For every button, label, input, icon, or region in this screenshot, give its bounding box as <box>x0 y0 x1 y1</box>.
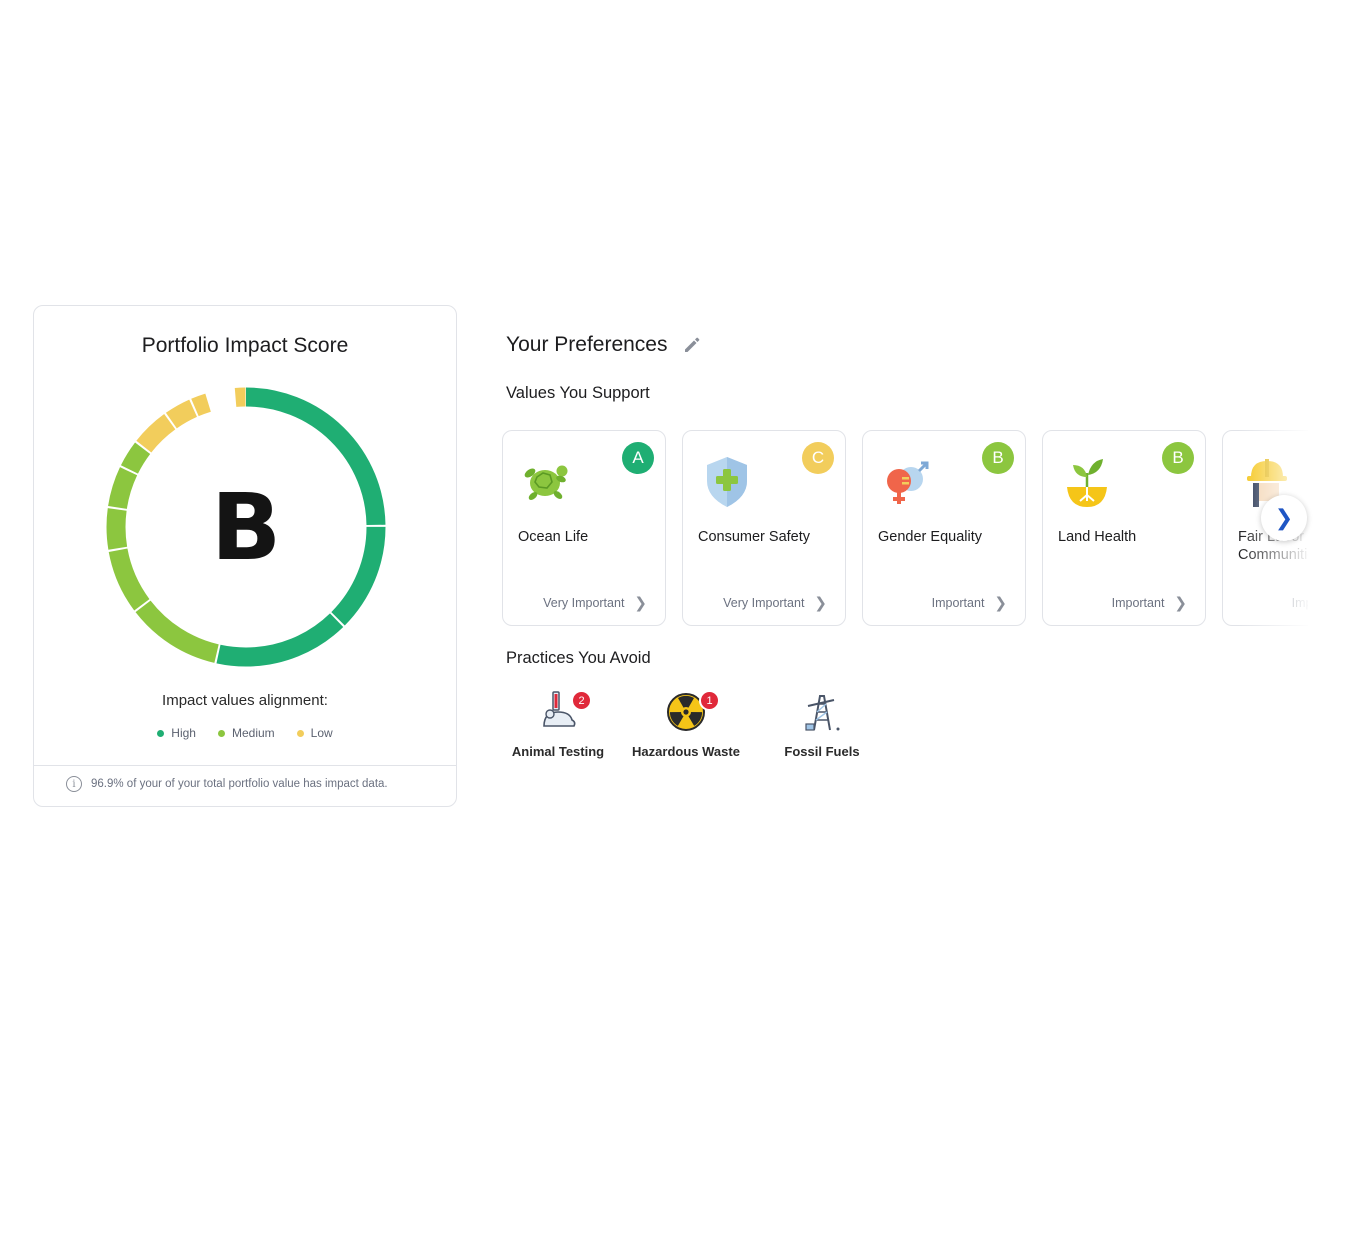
importance-label: Important <box>1291 596 1308 610</box>
value-name: Land Health <box>1058 529 1137 545</box>
importance-link[interactable]: Important ❯ <box>1292 594 1308 612</box>
segment-high-3 <box>106 387 386 667</box>
oil-rig-icon <box>800 688 844 732</box>
pencil-icon[interactable] <box>682 335 702 355</box>
legend-high-dot <box>157 729 165 737</box>
segment-medium-3 <box>106 387 386 667</box>
value-card-land-health[interactable]: B Land Health Important ❯ <box>1042 430 1206 626</box>
avoid-item-fossil-fuels[interactable]: Fossil Fuels <box>757 688 887 768</box>
card-divider <box>34 765 456 766</box>
turtle-icon <box>524 465 568 500</box>
legend-medium-dot <box>217 729 225 737</box>
preferences-title: Your Preferences <box>506 333 702 357</box>
avoid-item-hazardous-waste[interactable]: 1 Hazardous Waste <box>621 688 751 768</box>
chevron-right-icon: ❯ <box>1174 595 1187 612</box>
portfolio-impact-score-card: Portfolio Impact Score B Impact values a… <box>33 305 457 807</box>
chevron-right-icon: ❯ <box>1274 505 1294 530</box>
impact-score-donut: B <box>104 385 388 669</box>
shield-icon <box>707 457 747 507</box>
legend-medium-label: Medium <box>231 726 275 740</box>
importance-link[interactable]: Very Important ❯ <box>723 594 827 612</box>
importance-link[interactable]: Very Important ❯ <box>543 594 647 612</box>
legend-low-dot <box>296 729 304 737</box>
importance-link[interactable]: Important ❯ <box>932 594 1007 612</box>
legend-low: Low <box>296 726 333 740</box>
avoid-item-animal-testing[interactable]: 2 Animal Testing <box>493 688 623 768</box>
score-grade: B <box>210 473 282 581</box>
gender-icon <box>887 461 929 504</box>
value-name: Ocean Life <box>518 529 589 545</box>
practices-you-avoid-title: Practices You Avoid <box>506 649 651 667</box>
grade-badge: A <box>622 442 654 474</box>
importance-link[interactable]: Important ❯ <box>1112 594 1187 612</box>
score-card-title: Portfolio Impact Score <box>141 334 349 357</box>
values-carousel: A Ocean Life Very Important ❯ C Consumer… <box>502 430 1308 628</box>
legend-low-label: Low <box>310 726 333 740</box>
value-card-ocean-life[interactable]: A Ocean Life Very Important ❯ <box>502 430 666 626</box>
segment-high-1 <box>106 387 386 667</box>
value-card-gender-equality[interactable]: B Gender Equality Important ❯ <box>862 430 1026 626</box>
sprout-icon <box>1067 459 1107 507</box>
footnote-text: 96.9% of your of your total portfolio va… <box>91 778 388 790</box>
alignment-title: Impact values alignment: <box>162 692 328 709</box>
animal-testing-icon: 2 <box>536 688 592 732</box>
legend-medium: Medium <box>217 726 275 740</box>
carousel-next-button[interactable]: ❯ <box>1261 495 1307 541</box>
avoid-label: Hazardous Waste <box>632 744 740 759</box>
legend-high-label: High <box>171 726 196 740</box>
grade-badge: B <box>982 442 1014 474</box>
radiation-icon: 1 <box>664 688 720 732</box>
count-badge: 2 <box>571 690 592 711</box>
chevron-right-icon: ❯ <box>814 595 827 612</box>
importance-label: Very Important <box>543 596 625 610</box>
chevron-right-icon: ❯ <box>994 595 1007 612</box>
info-icon[interactable]: i <box>66 776 82 792</box>
grade-badge: C <box>802 442 834 474</box>
value-name: Gender Equality <box>878 529 982 545</box>
avoid-label: Fossil Fuels <box>784 744 860 759</box>
value-name: Consumer Safety <box>698 529 811 545</box>
values-you-support-title: Values You Support <box>506 384 650 402</box>
alignment-legend: High Medium Low <box>34 726 456 740</box>
count-badge: 1 <box>699 690 720 711</box>
preferences-title-text: Your Preferences <box>506 333 668 356</box>
coverage-footnote: i 96.9% of your of your total portfolio … <box>66 776 388 792</box>
segment-high-2 <box>106 387 386 667</box>
importance-label: Important <box>931 596 985 610</box>
donut-ring <box>106 387 386 667</box>
grade-badge: B <box>1162 442 1194 474</box>
chevron-right-icon: ❯ <box>634 595 647 612</box>
legend-high: High <box>157 726 196 740</box>
value-card-consumer-safety[interactable]: C Consumer Safety Very Important ❯ <box>682 430 846 626</box>
avoid-label: Animal Testing <box>511 744 605 759</box>
importance-label: Very Important <box>723 596 805 610</box>
importance-label: Important <box>1111 596 1165 610</box>
